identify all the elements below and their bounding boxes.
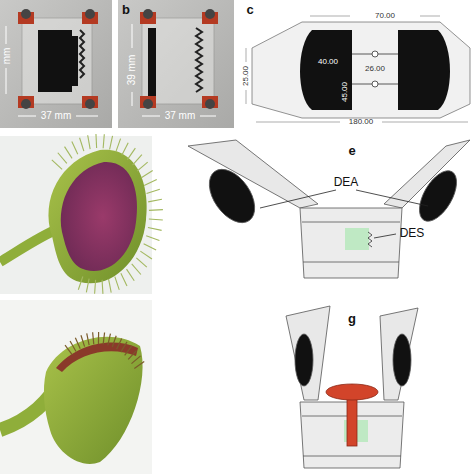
- dimension-label: mm: [2, 48, 12, 65]
- panel-letter: c: [246, 3, 253, 16]
- cilium: [141, 170, 153, 178]
- panel-letter: e: [348, 144, 355, 157]
- cilium: [86, 279, 89, 293]
- dimension-label: 39 mm: [127, 55, 137, 86]
- gripper-open-drawing: [188, 140, 470, 278]
- cilium: [58, 153, 67, 164]
- cilium: [81, 335, 85, 346]
- dimension-label: 37 mm: [165, 111, 196, 121]
- dimension-label: 37 mm: [41, 111, 72, 121]
- flytrap-closed-photo: [0, 300, 152, 474]
- cilium: [65, 345, 72, 355]
- dimension-label: 26.00: [365, 65, 385, 73]
- cilium: [115, 277, 119, 290]
- dimension-label: 180.00: [349, 118, 373, 126]
- cilium: [148, 228, 162, 231]
- cilium: [103, 134, 104, 148]
- cilium: [121, 342, 127, 352]
- cilium: [93, 332, 94, 344]
- cilium: [98, 332, 99, 344]
- cilium: [112, 336, 116, 347]
- cilium: [148, 199, 162, 202]
- cilium: [108, 334, 111, 346]
- dimension-label: 40.00: [318, 58, 338, 66]
- cilium: [75, 338, 80, 349]
- photo-b: [118, 0, 234, 128]
- gripper-closed-drawing: [286, 306, 418, 468]
- panel-letter: b: [122, 3, 130, 16]
- cilium: [144, 244, 157, 250]
- cilium: [134, 362, 144, 369]
- cilium: [88, 135, 90, 149]
- cilium: [136, 258, 146, 267]
- cilium: [125, 346, 132, 356]
- cilium: [127, 148, 135, 160]
- cilium: [103, 332, 104, 344]
- cilium: [149, 219, 163, 220]
- actuator-drawing: [246, 16, 470, 122]
- cilium: [128, 351, 136, 360]
- cilium: [116, 139, 121, 152]
- cilium: [80, 138, 84, 151]
- cilium: [121, 273, 127, 286]
- cilium: [117, 338, 122, 349]
- cilium: [144, 180, 157, 186]
- cilium: [146, 236, 159, 241]
- dimension-label: 25.00: [242, 66, 250, 86]
- cilium: [140, 251, 152, 259]
- cilium: [131, 356, 140, 364]
- cilium: [70, 341, 76, 351]
- cilium: [132, 264, 141, 275]
- dimension-label: 45.00: [341, 82, 349, 102]
- cilium: [52, 160, 62, 169]
- cilium: [137, 162, 148, 171]
- dimension-label: 70.00: [375, 12, 395, 20]
- cilium: [102, 280, 104, 294]
- cilium: [109, 279, 112, 293]
- cilium: [72, 142, 78, 155]
- cilium: [149, 209, 163, 211]
- cilium: [65, 147, 73, 159]
- cilium: [94, 280, 96, 294]
- cilium: [127, 269, 135, 281]
- cilium: [147, 189, 160, 193]
- cilium: [110, 136, 113, 150]
- panel-letter: g: [348, 312, 356, 325]
- cilium: [122, 143, 128, 155]
- cilium: [133, 155, 142, 165]
- photo-a: [0, 0, 112, 128]
- cilium: [87, 333, 89, 345]
- part-label: DEA: [334, 176, 359, 188]
- cilium: [78, 276, 83, 289]
- cilium: [95, 134, 97, 148]
- part-label: DES: [400, 227, 425, 239]
- flytrap-open-photo: [0, 134, 163, 294]
